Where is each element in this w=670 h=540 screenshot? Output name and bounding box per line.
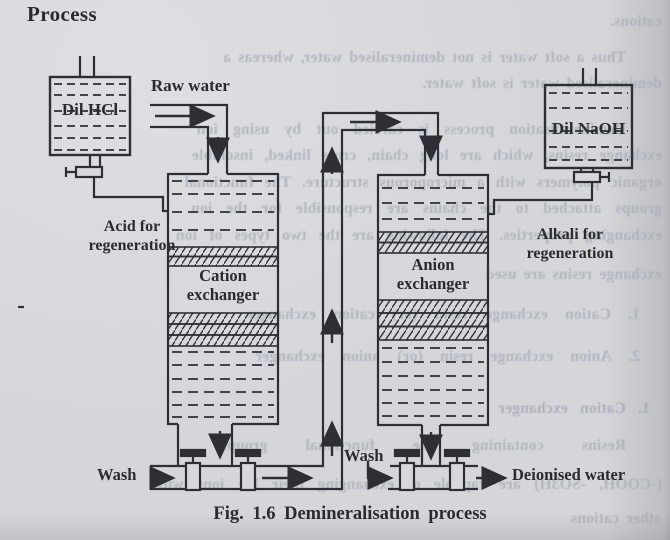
- cation-exchanger-label: Cation exchanger: [168, 266, 278, 304]
- page-title: Process: [27, 2, 98, 26]
- acid-regeneration-line2: regeneration: [88, 237, 176, 254]
- anion-outlet-valve-icon: [443, 448, 471, 492]
- wash-left-label: Wash: [97, 465, 137, 484]
- raw-water-label: Raw water: [151, 76, 230, 95]
- alkali-regeneration-line2: regeneration: [526, 245, 614, 262]
- cation-wash-valve-icon: [179, 448, 207, 492]
- flow-arrows: [149, 104, 508, 490]
- acid-regeneration-line1: Acid for: [103, 218, 161, 235]
- alkali-tank-label: Dil NaOH: [551, 119, 626, 138]
- acid-regeneration-label: Acid for regeneration: [66, 217, 198, 255]
- cation-resin-bed: [167, 246, 279, 347]
- anion-exchanger-label: Anion exchanger: [378, 255, 488, 293]
- figure-caption: Fig. 1.6 Demineralisation process: [213, 504, 487, 524]
- alkali-regeneration-line1: Alkali for: [536, 226, 604, 243]
- alkali-regeneration-label: Alkali for regeneration: [506, 225, 634, 263]
- cation-exchanger-column: [166, 172, 280, 466]
- anion-exchanger-line2: exchanger: [396, 274, 470, 293]
- anion-exchanger-column: [376, 173, 490, 466]
- acid-tank-label: Dil HCl: [61, 100, 119, 119]
- alkali-tank-liquid-dashes: [549, 92, 628, 161]
- alkali-pipe: [488, 182, 594, 216]
- anion-exchanger-line1: Anion: [411, 255, 455, 274]
- cation-column-dashes: [172, 180, 274, 418]
- alkali-valve-icon: [572, 168, 611, 184]
- arrow-wash-right: [366, 461, 394, 490]
- cation-exchanger-line1: Cation: [199, 266, 247, 285]
- anion-column-dashes: [382, 187, 484, 417]
- cation-outlet-valve-icon: [234, 448, 262, 492]
- cation-exchanger-line2: exchanger: [186, 285, 260, 304]
- acid-pipe: [92, 177, 168, 213]
- anion-wash-valve-icon: [393, 448, 421, 492]
- alkali-tank: [543, 68, 634, 170]
- acid-valve-icon: [64, 155, 104, 179]
- wash-right-label: Wash: [344, 446, 384, 465]
- deionised-water-label: Deionised water: [512, 465, 626, 484]
- anion-resin-bed: [377, 231, 489, 341]
